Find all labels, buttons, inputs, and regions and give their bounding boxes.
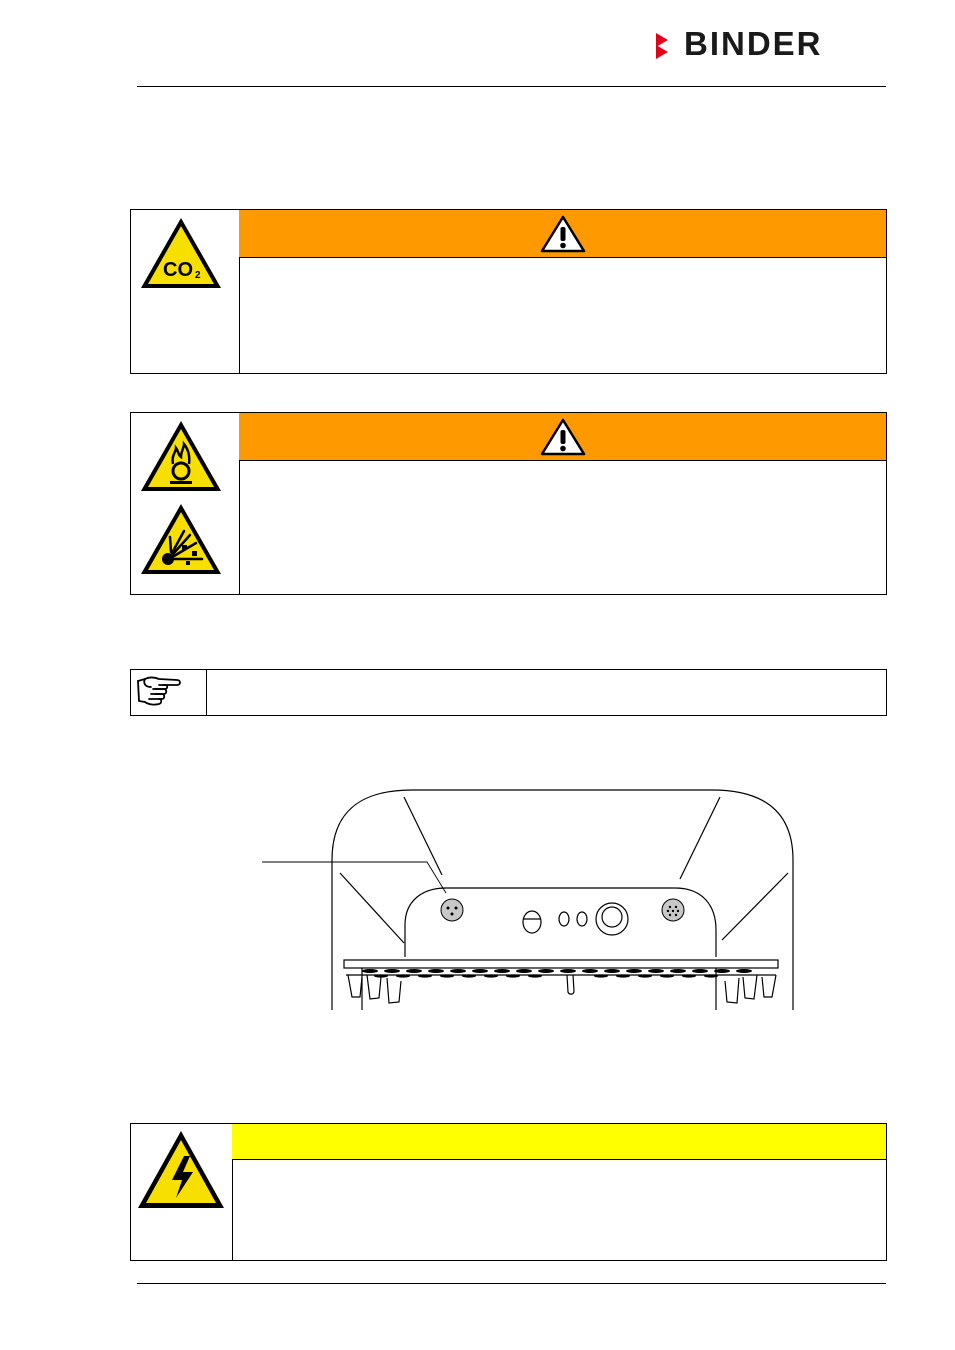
brand-mark-icon: [656, 33, 668, 59]
note-icon-cell: [131, 670, 207, 715]
socket-right: [661, 898, 685, 922]
pointing-hand-icon: [137, 676, 181, 706]
brand-name: BINDER: [684, 25, 823, 62]
warning-header: [239, 413, 886, 461]
svg-text:CO: CO: [163, 259, 193, 281]
warning-box-co2: CO 2: [130, 209, 887, 374]
chamber-interior-drawing: [262, 785, 802, 1015]
warning-box-explosion: [130, 412, 887, 595]
note-box: [130, 669, 887, 716]
warning-icon-cell: CO 2: [131, 210, 240, 373]
header-rule: [137, 86, 886, 87]
binder-logo: BINDER: [654, 25, 889, 63]
exclamation-triangle-icon: [540, 418, 585, 455]
caution-header: [232, 1124, 886, 1160]
exclamation-triangle-icon: [540, 215, 585, 252]
chamber-line-drawing: [262, 789, 794, 1010]
svg-text:2: 2: [195, 270, 201, 281]
oxidizing-substance-icon: [141, 421, 221, 491]
footer-rule: [137, 1283, 886, 1284]
electrical-hazard-icon: [138, 1131, 224, 1208]
warning-icon-cell: [131, 413, 240, 594]
co2-hazard-icon: CO 2: [141, 218, 221, 288]
caution-box-electrical: [130, 1123, 887, 1261]
explosive-substance-icon: [141, 504, 221, 574]
shelf-holes: [362, 969, 752, 978]
warning-header: [239, 210, 886, 258]
socket-left: [440, 898, 464, 922]
caution-icon-cell: [131, 1124, 233, 1260]
